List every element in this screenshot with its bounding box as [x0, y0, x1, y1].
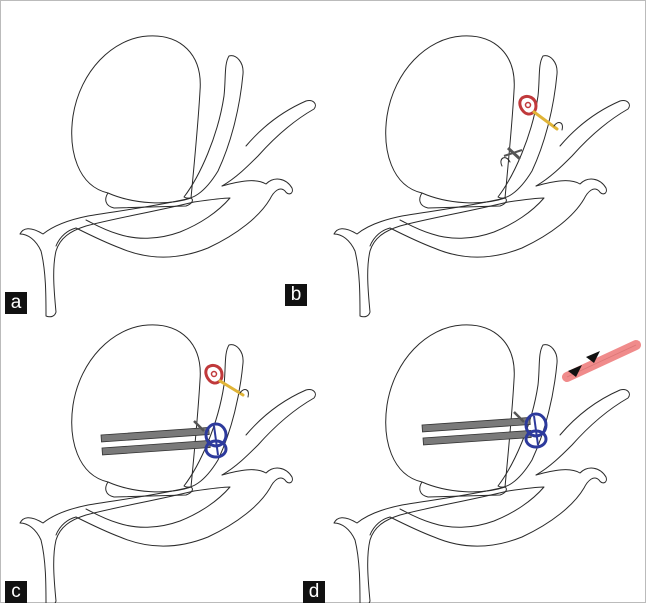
anatomy-outline [334, 36, 629, 317]
panel-label-c: c [5, 581, 27, 603]
clip-marker [504, 148, 522, 159]
panel-c [20, 325, 315, 603]
panel-label-a: a [5, 292, 27, 314]
panel-label-d: d [303, 581, 325, 603]
loop-instrument [520, 96, 563, 130]
stapler-shafts [101, 427, 210, 455]
stapler-ring [206, 424, 226, 457]
stapler-shafts [422, 417, 531, 445]
panel-a [20, 36, 315, 317]
panel-d [334, 325, 636, 603]
anatomy-outline [20, 325, 315, 603]
panel-b [334, 36, 629, 317]
anatomy-outline [20, 36, 315, 317]
stapler-ring [526, 414, 546, 447]
panel-label-b: b [285, 284, 307, 306]
